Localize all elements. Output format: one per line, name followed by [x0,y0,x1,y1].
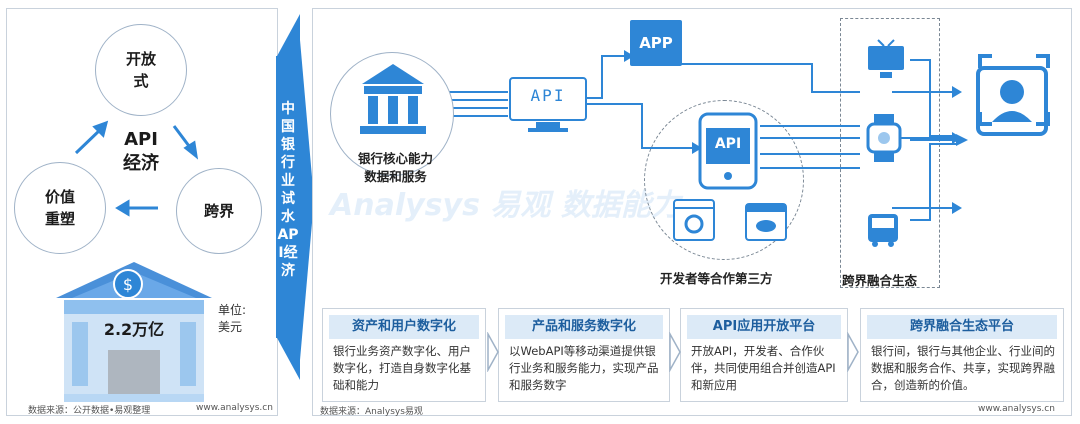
circle-cross-border: 跨界 [176,168,262,254]
bus-icon [868,214,898,247]
step-arrow-3 [847,332,859,372]
app-icon [630,20,682,66]
gear-window-icon [673,199,715,241]
step-asset-user-digitization: 资产和用户数字化 银行业务资产数字化、用户数字化，打造自身数字化基础和能力 [322,308,486,402]
cycle-arrows [74,120,199,217]
circle-open: 开放 式 [95,24,187,116]
flow-connectors [448,50,962,214]
right-source: 数据来源：Analysys易观 [320,407,423,417]
cloud-calendar-icon [745,203,787,241]
step-1-title: 资产和用户数字化 [329,315,479,339]
api-monitor-label: API [530,86,566,105]
circle-value-reshape: 价值 重塑 [14,162,106,254]
svg-text:$: $ [123,275,133,294]
tv-icon [868,39,904,78]
api-phone-label: API [714,136,742,152]
step-4-title: 跨界融合生态平台 [867,315,1057,339]
banner-top-arrow [276,14,300,58]
watermark-text: Analysys 易观 数据能力 [330,188,681,223]
circle-value-reshape-label: 价值 重塑 [44,188,75,228]
bank-core-label: 银行核心能力 数据和服务 [358,151,434,184]
api-monitor-icon [509,77,587,132]
market-size-value: 2.2万亿 [103,320,165,339]
smartwatch-icon [866,114,902,162]
right-url: www.analysys.cn [978,404,1055,414]
step-arrow-2 [669,332,681,372]
step-cross-border-ecosystem: 跨界融合生态平台 银行间，银行与其他企业、行业间的数据和服务合作、共享，实现跨界… [860,308,1064,402]
step-api-open-platform: API应用开放平台 开放API，开发者、合作伙伴，共同使用组合并创造API和新应… [680,308,848,402]
step-3-body: 开放API，开发者、合作伙伴，共同使用组合并创造API和新应用 [691,344,836,392]
bank-building-icon: $ [56,262,212,402]
step-product-service-digitization: 产品和服务数字化 以WebAPI等移动渠道提供银行业务和服务能力，实现产品和服务… [498,308,670,402]
step-2-title: 产品和服务数字化 [505,315,663,339]
left-source: 数据来源：公开数据•易观整理 [28,406,151,416]
circle-cross-border-label: 跨界 [203,202,234,220]
developers-label: 开发者等合作第三方 [660,271,773,286]
step-4-body: 银行间，银行与其他企业、行业间的数据和服务合作、共享，实现跨界融合，创造新的价值… [871,344,1055,392]
left-url: www.analysys.cn [196,403,273,413]
banner-title: 中国银行业试水API经济 [277,101,299,279]
user-profile-icon [976,66,1048,136]
banner-pointer [300,40,314,360]
bank-core-icon [360,64,426,134]
step-1-body: 银行业务资产数字化、用户数字化，打造自身数字化基础和能力 [333,344,471,392]
banner-bottom-arrow [276,336,300,380]
developer-circle [644,100,804,260]
circle-open-label: 开放 式 [125,50,156,90]
step-arrow-1 [487,332,499,372]
step-2-body: 以WebAPI等移动渠道提供银行业务和服务能力，实现产品和服务数字 [509,344,659,392]
ecosystem-label: 跨界融合生态 [842,273,918,288]
step-3-title: API应用开放平台 [687,315,841,339]
unit-label: 单位: 美元 [218,303,247,334]
title-banner [276,56,300,338]
api-economy-center-label: API 经济 [123,129,159,174]
api-phone-icon [698,112,758,190]
app-label: APP [639,34,673,52]
